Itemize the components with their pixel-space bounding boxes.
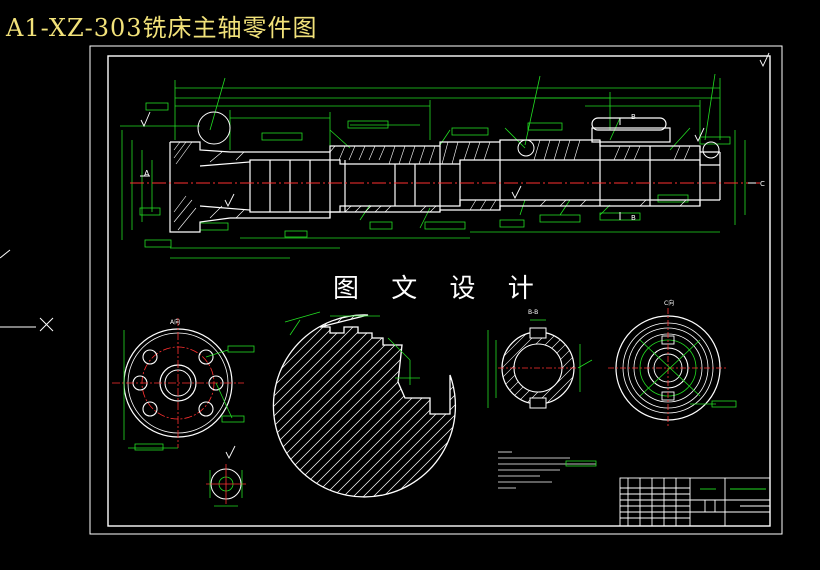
section-marker-b-bottom: B <box>631 214 636 222</box>
view-a-flange: A向 <box>112 318 255 451</box>
title-block <box>619 477 771 527</box>
crosshair-cursor-icon <box>0 317 54 332</box>
section-b-b-label: B-B <box>528 309 538 316</box>
watermark-text: 图 文 设 计 <box>333 274 546 304</box>
detail-small-view <box>206 445 246 507</box>
view-a-label: A向 <box>170 318 180 326</box>
drawing-title: A1-XZ-303铣床主轴零件图 <box>6 14 318 42</box>
roughness-symbol-icon <box>140 52 770 208</box>
view-marker-c: C <box>760 180 765 188</box>
inner-frame <box>107 55 771 527</box>
view-c-end: C向 <box>608 299 737 428</box>
technical-notes <box>498 451 597 489</box>
view-marker-a: A <box>144 169 150 178</box>
section-b-b-view: B-B <box>487 309 593 409</box>
spindle-main-view: B B C A <box>120 52 770 259</box>
section-marker-b-top: B <box>631 113 636 121</box>
dangling-line <box>0 249 11 259</box>
outer-frame <box>89 45 783 535</box>
view-c-label: C向 <box>664 299 674 307</box>
